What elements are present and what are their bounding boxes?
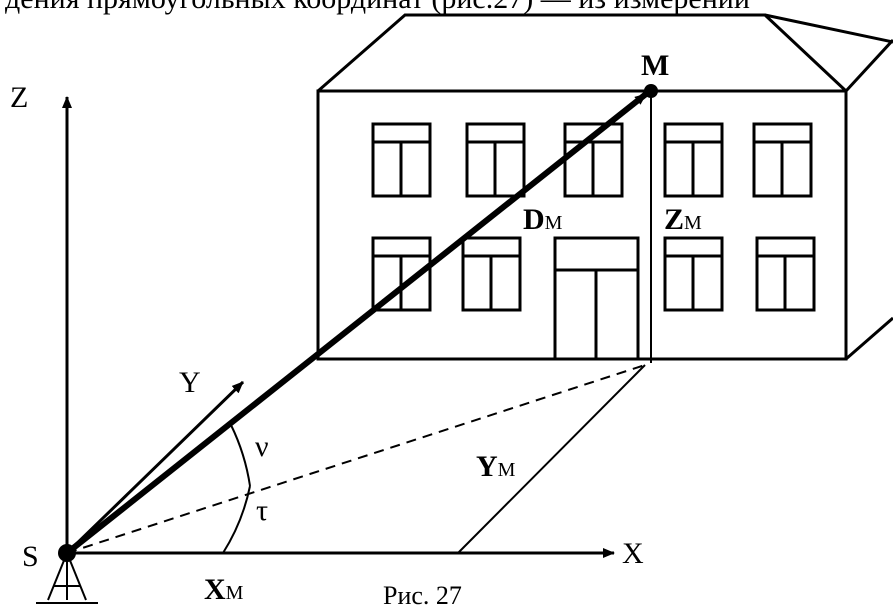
window <box>371 236 432 312</box>
side-face-bottom <box>845 316 893 361</box>
window <box>461 236 522 312</box>
figure-caption: Рис. 27 <box>383 581 462 607</box>
x-axis-label: X <box>622 537 644 570</box>
upper-windows <box>371 122 813 198</box>
lower-windows <box>371 236 816 312</box>
top-text-fragment: дения прямоугольных координат (рис.27) —… <box>5 0 750 15</box>
window <box>752 122 813 198</box>
horizontal-projection-dashed <box>66 364 646 554</box>
y-axis <box>65 380 245 555</box>
y-axis-label: Y <box>179 366 201 399</box>
z-axis-label: Z <box>10 81 28 114</box>
roof-side-edge <box>764 13 893 44</box>
dm-label: DM <box>523 203 563 236</box>
dm-vector <box>65 91 648 556</box>
window <box>371 122 432 198</box>
roof-gable-edge <box>844 38 893 93</box>
ym-line <box>457 364 646 554</box>
xm-label: XM <box>204 573 244 606</box>
window <box>755 236 816 312</box>
angle-tau-arc <box>222 485 251 554</box>
building <box>316 13 893 361</box>
window <box>663 122 724 198</box>
window <box>663 236 724 312</box>
window <box>465 122 526 198</box>
zm-label: ZM <box>664 203 702 236</box>
angle-nu-arc <box>230 424 251 487</box>
station-label: S <box>22 540 39 573</box>
angle-tau-label: τ <box>256 494 268 527</box>
angle-nu-label: ν <box>255 430 269 463</box>
building-front-face <box>316 89 848 361</box>
building-roof <box>317 13 848 93</box>
point-m-label: M <box>641 49 669 82</box>
point-m-marker <box>644 84 658 98</box>
tripod-icon <box>36 552 98 604</box>
ym-label: YM <box>476 450 516 483</box>
door <box>553 236 640 361</box>
